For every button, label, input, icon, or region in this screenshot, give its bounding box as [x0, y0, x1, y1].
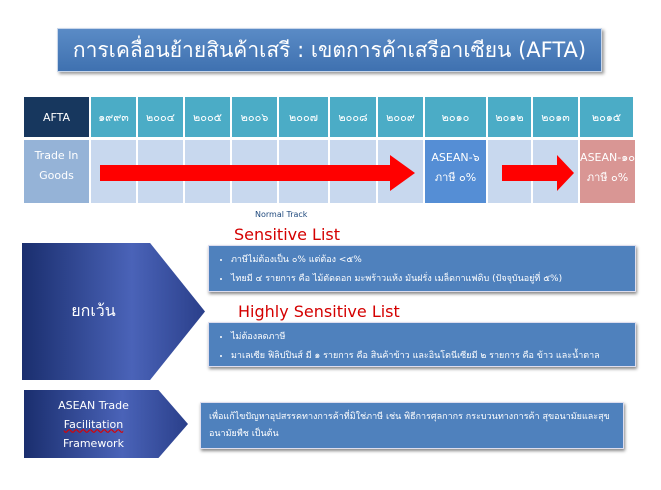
- year-header: ๒๐๐๗: [279, 97, 330, 137]
- milestone-asean6-label: ASEAN-๖: [431, 151, 480, 164]
- year-header: ๒๐๑๕: [580, 97, 635, 137]
- year-header: ๒๐๐๘: [330, 97, 378, 137]
- arrow-right-icon: [100, 155, 415, 191]
- atff-label-line: Framework: [63, 436, 124, 450]
- list-item: ไทยมี ๔ รายการ คือ ไม้ตัดดอก มะพร้าวแห้ง…: [231, 271, 635, 285]
- list-item: ภาษีไม่ต้องเป็น ๐% แต่ต้อง <๕%: [231, 252, 635, 266]
- highly-sensitive-list-title: Highly Sensitive List: [238, 302, 400, 321]
- arrow-right-icon: [502, 155, 574, 191]
- normal-track-label: Normal Track: [255, 210, 308, 219]
- milestone-asean6: ASEAN-๖ภาษี ๐%: [425, 140, 486, 203]
- milestone-asean10: ASEAN-๑๐ภาษี ๐%: [580, 140, 635, 203]
- milestone-asean6-tariff: ภาษี ๐%: [434, 171, 477, 184]
- atff-description-box: เพื่อแก้ไขปัญหาอุปสรรคทางการค้าที่มิใช่ภ…: [200, 402, 624, 449]
- sensitive-list-title: Sensitive List: [234, 225, 341, 244]
- year-header: ๒๐๐๕: [185, 97, 232, 137]
- atff-label-line: Facilitation: [63, 417, 124, 431]
- year-header: ๒๐๑๒: [488, 97, 533, 137]
- milestone-asean10-label: ASEAN-๑๐: [580, 151, 635, 164]
- slide-title: การเคลื่อนย้ายสินค้าเสรี : เขตการค้าเสรี…: [57, 28, 602, 72]
- table-header-afta: AFTA: [24, 97, 91, 137]
- highly-sensitive-list-box: ไม่ต้องลดภาษีมาเลเซีย ฟิลิปปินส์ มี ๑ รา…: [208, 322, 636, 367]
- year-header: ๒๐๐๔: [138, 97, 185, 137]
- year-header: ๒๐๑๐: [425, 97, 488, 137]
- atff-label-line: ASEAN Trade: [58, 398, 129, 412]
- list-item: ไม่ต้องลดภาษี: [231, 329, 635, 343]
- sensitive-list-box: ภาษีไม่ต้องเป็น ๐% แต่ต้อง <๕% ไทยมี ๔ รา…: [208, 245, 636, 292]
- milestone-asean10-tariff: ภาษี ๐%: [586, 171, 629, 184]
- year-header: ๒๐๐๙: [378, 97, 425, 137]
- year-header: ๒๐๑๓: [533, 97, 580, 137]
- list-item: มาเลเซีย ฟิลิปปินส์ มี ๑ รายการ คือ สินค…: [231, 348, 635, 362]
- year-header: ๒๐๐๖: [232, 97, 279, 137]
- year-header: ๑๙๙๓: [91, 97, 138, 137]
- row-label-trade-in-goods: Trade In Goods: [24, 140, 91, 203]
- exception-shape: ยกเว้น: [22, 243, 205, 380]
